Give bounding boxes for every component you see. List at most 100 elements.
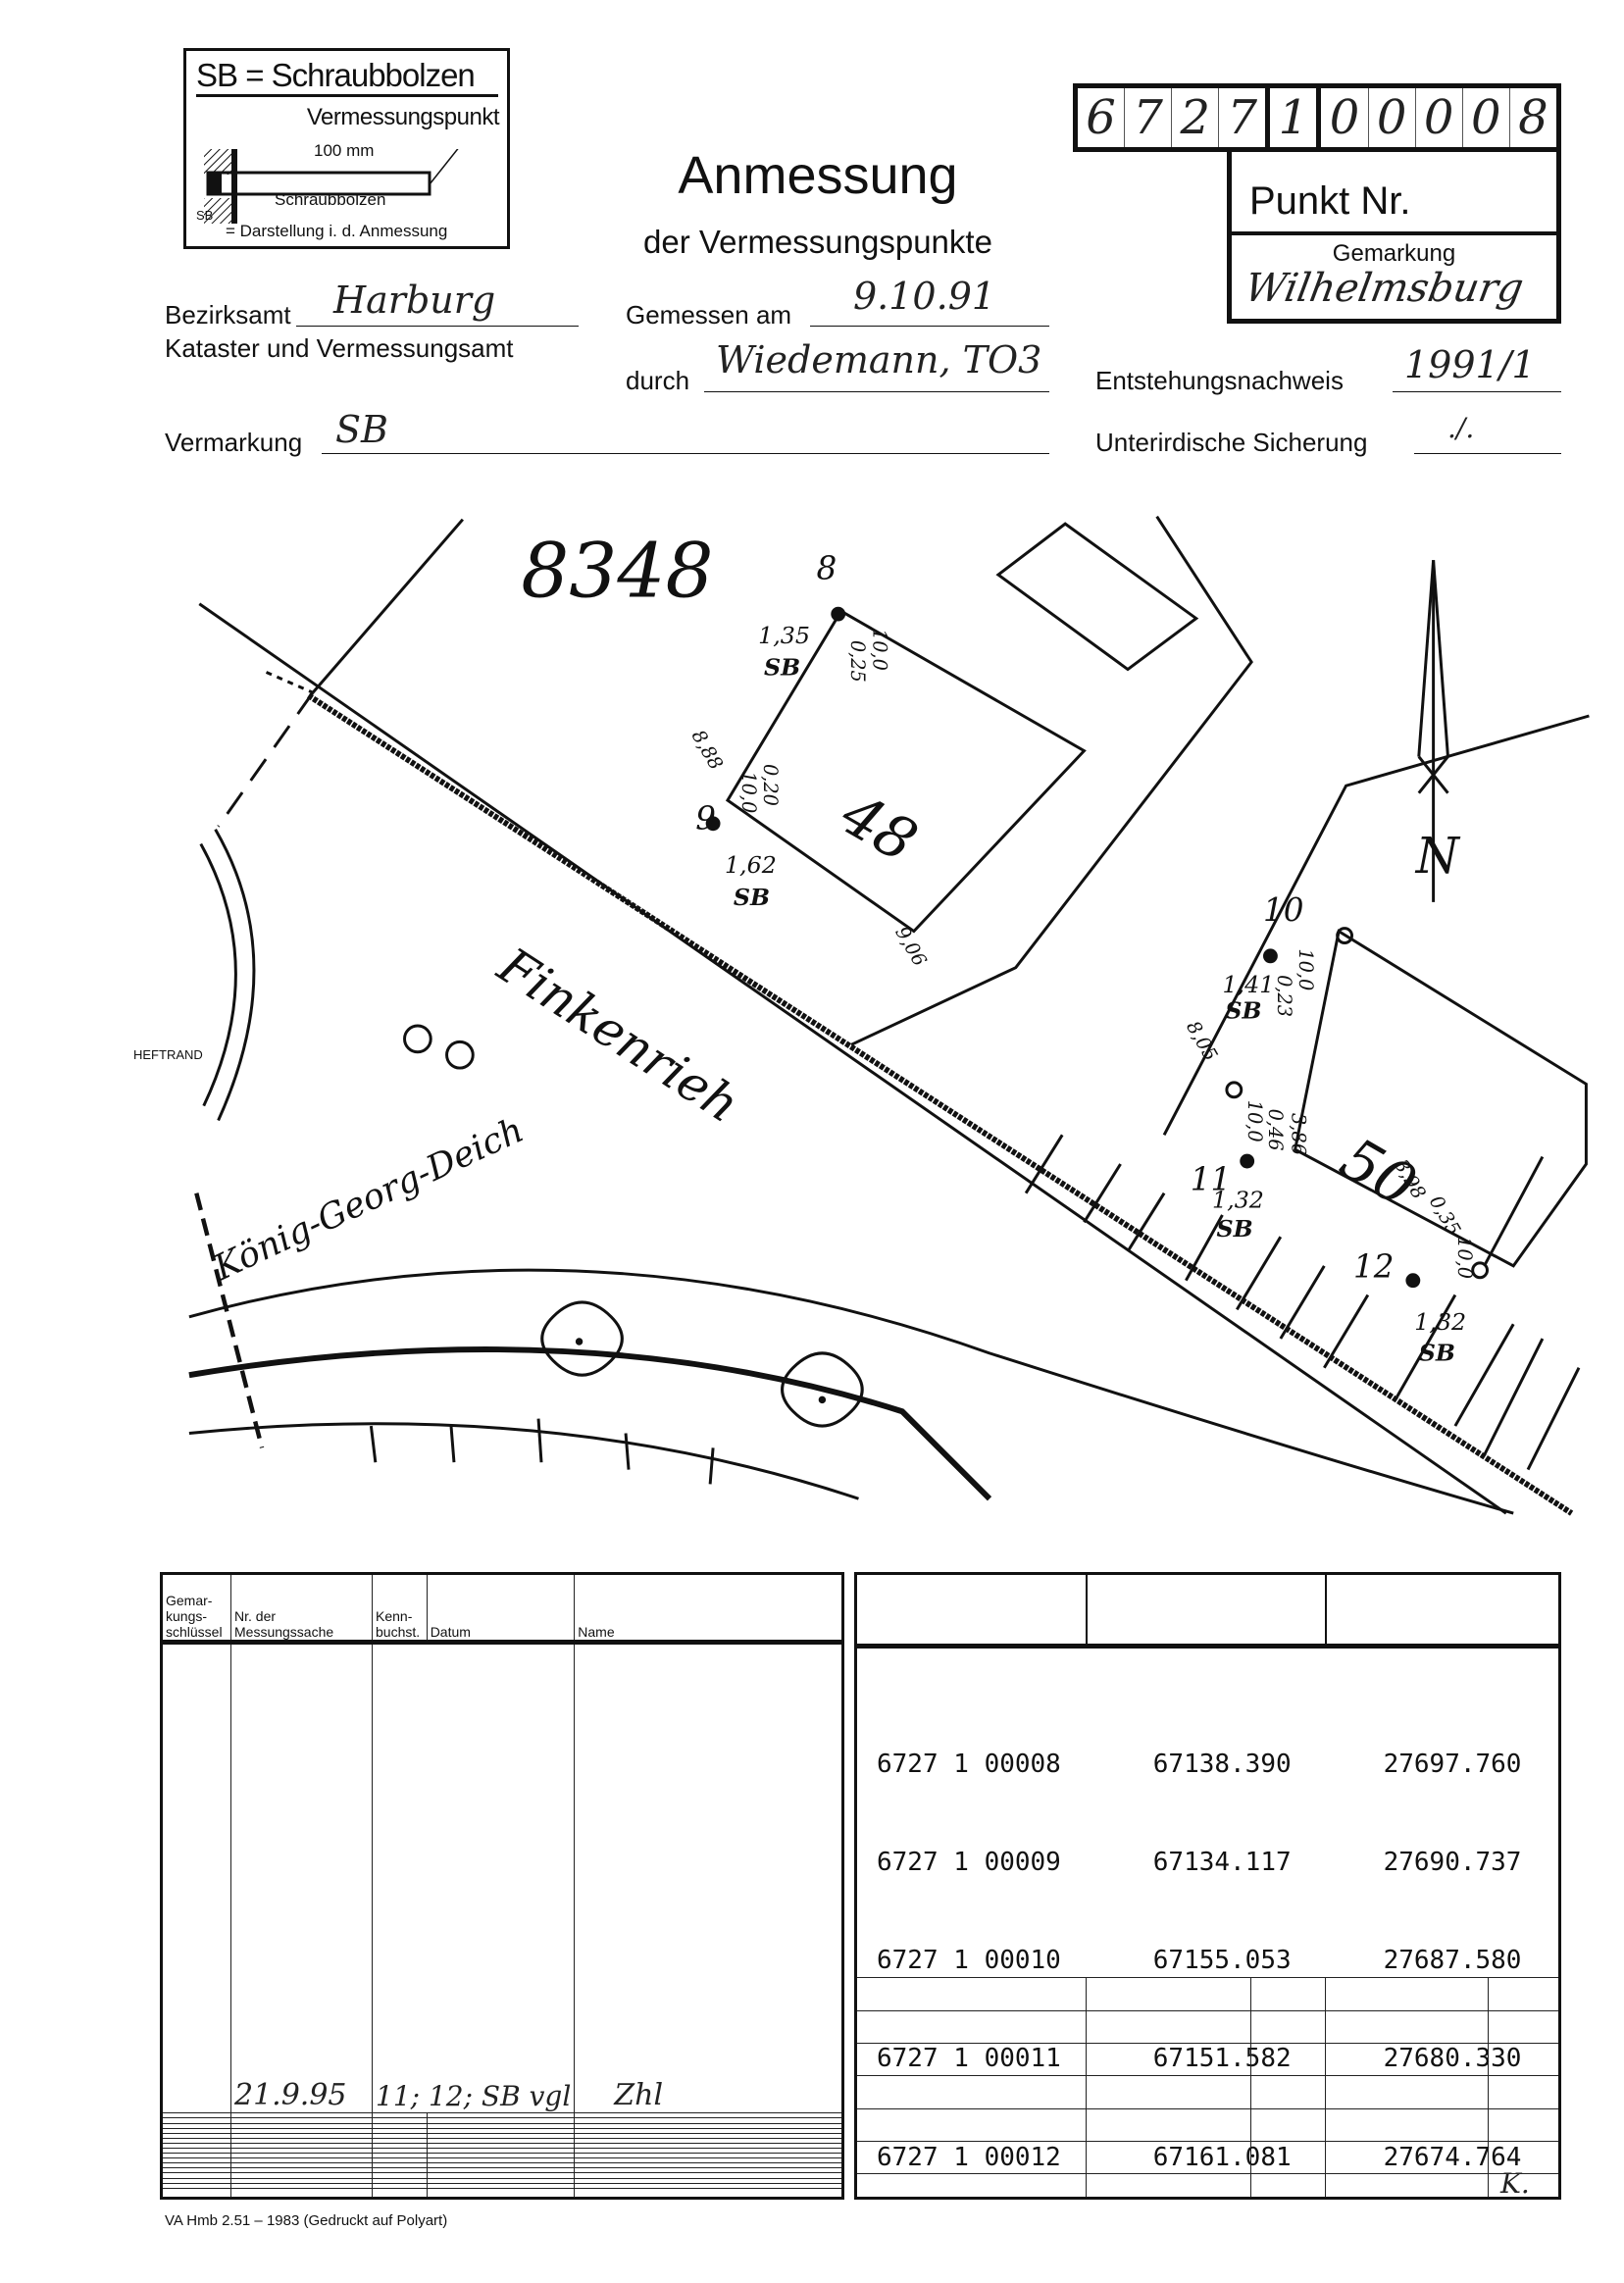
page-subtitle: der Vermessungspunkte <box>643 224 992 260</box>
legend-box: SB = Schraubbolzen Vermessungspunkt 100 … <box>183 48 510 249</box>
point-id: 12 <box>1353 1248 1395 1286</box>
col-header-nr: Nr. der Messungssache <box>230 1573 373 1645</box>
svg-text:10,0: 10,0 <box>737 771 760 813</box>
initials: K. <box>1500 2167 1530 2200</box>
svg-text:3,86: 3,86 <box>1288 1113 1310 1155</box>
street-edge-line <box>198 602 1507 1515</box>
record-table: Gemar-kungs-schlüssel Nr. der Messungssa… <box>160 1572 844 2200</box>
digit: 0 <box>1321 88 1369 147</box>
svg-text:9,06: 9,06 <box>890 923 931 971</box>
lot-48-label: 48 <box>830 780 929 876</box>
table-row: 6727 1 00011 67151.582 27680.330 <box>877 2044 1522 2074</box>
building-outline <box>995 522 1199 672</box>
svg-text:1,62: 1,62 <box>725 851 777 879</box>
coordinates-table: 6727 1 00008 67138.390 27697.760 6727 1 … <box>854 1572 1561 2200</box>
parcel-boundary <box>217 691 315 828</box>
digit: 8 <box>1518 90 1548 145</box>
legend-symbol: SB <box>196 208 214 223</box>
parcel-number: 8348 <box>521 527 713 615</box>
legend-depiction: = Darstellung i. d. Anmessung <box>226 222 448 240</box>
durch-label: durch <box>626 366 690 395</box>
svg-text:8,05: 8,05 <box>1182 1017 1222 1065</box>
page-title: Anmessung <box>678 146 958 205</box>
digit: 7 <box>1219 88 1271 147</box>
legend-bolt-label: Schraubbolzen <box>275 190 386 209</box>
svg-text:SB: SB <box>764 653 800 681</box>
bolt-diagram-icon <box>204 149 459 224</box>
table-row: 6727 1 00010 67155.053 27687.580 <box>877 1946 1522 1976</box>
point-id: 11 <box>1191 1161 1232 1198</box>
marker-circle <box>445 1040 475 1070</box>
road-curve <box>188 1268 1514 1515</box>
durch-value: Wiedemann, TO3 <box>716 338 1042 381</box>
digit: 0 <box>1416 88 1463 147</box>
survey-point-11 <box>1240 1153 1255 1169</box>
svg-text:SB: SB <box>1217 1215 1253 1243</box>
col-header-datum: Datum <box>426 1573 576 1645</box>
entstehung-value: 1991/1 <box>1404 343 1536 386</box>
svg-text:1,32: 1,32 <box>1414 1308 1466 1336</box>
svg-text:1,35: 1,35 <box>758 622 810 649</box>
svg-text:8,88: 8,88 <box>687 726 728 774</box>
parcel-boundary <box>1162 714 1590 1137</box>
gemarkung-label: Gemarkung <box>1332 240 1456 267</box>
survey-point-9 <box>705 816 721 832</box>
street-edge-line <box>306 692 1574 1516</box>
table-row: 6727 1 00012 67161.081 27674.764 <box>877 2142 1522 2172</box>
col-header-gemarkung: Gemar-kungs-schlüssel <box>161 1573 231 1645</box>
building-48 <box>725 609 1087 934</box>
bezirksamt-label: Bezirksamt <box>165 300 291 330</box>
sicherung-label: Unterirdische Sicherung <box>1095 428 1368 457</box>
marker-circle <box>403 1024 432 1054</box>
svg-text:10,0: 10,0 <box>1243 1100 1266 1142</box>
svg-text:SB: SB <box>734 884 770 911</box>
street-name-2: König-Georg-Deich <box>207 1110 530 1290</box>
street-name: Finkenrieh <box>487 936 749 1134</box>
entstehung-label: Entstehungsnachweis <box>1095 366 1344 395</box>
parcel-boundary <box>850 515 1253 1046</box>
svg-text:10,0: 10,0 <box>868 629 890 671</box>
building-50 <box>1293 929 1588 1268</box>
point-id: 8 <box>816 550 837 587</box>
survey-point-12 <box>1405 1273 1421 1289</box>
gemessen-label: Gemessen am <box>626 300 792 330</box>
form-footer: VA Hmb 2.51 – 1983 (Gedruckt auf Polyart… <box>165 2212 448 2229</box>
col-header-name: Name <box>574 1573 843 1645</box>
legend-subtitle: Vermessungspunkt <box>306 104 500 130</box>
gemessen-value: 9.10.91 <box>853 275 996 318</box>
svg-text:0,35: 0,35 <box>1425 1192 1465 1240</box>
vermarkung-value: SB <box>335 408 388 451</box>
legend-title: SB = Schraubbolzen <box>196 57 498 97</box>
survey-point-8 <box>831 606 846 622</box>
table-row: 6727 1 00009 67134.117 27690.737 <box>877 1848 1522 1878</box>
point-label: Punkt Nr. <box>1249 179 1411 223</box>
fence-ticks <box>369 1134 1581 1485</box>
table-row-empty <box>161 2187 843 2200</box>
tree-icon <box>781 1351 864 1428</box>
survey-point-10 <box>1263 948 1278 964</box>
north-label: N <box>1414 827 1461 885</box>
vermarkung-label: Vermarkung <box>165 428 303 457</box>
point-info-box: Punkt Nr. Gemarkung Wilhelmsburg <box>1227 150 1561 324</box>
parcel-boundary <box>311 518 464 694</box>
point-id: 9 <box>695 800 716 837</box>
digit: 1 <box>1270 88 1322 147</box>
point-id: 10 <box>1263 891 1304 929</box>
digit: 6 <box>1078 88 1126 147</box>
sicherung-value: ./. <box>1447 412 1475 444</box>
table-row: 21.9.95 11; 12; SB vgl Zhl <box>161 1641 843 2114</box>
coordinates-list: 6727 1 00008 67138.390 27697.760 6727 1 … <box>877 1683 1521 2240</box>
legend-dimension: 100 mm <box>314 141 375 160</box>
digit: 2 <box>1172 88 1220 147</box>
svg-text:0,46: 0,46 <box>1264 1109 1287 1151</box>
svg-text:0,20: 0,20 <box>759 764 782 806</box>
digit: 7 <box>1125 88 1173 147</box>
digit: 0 <box>1369 88 1416 147</box>
svg-text:SB: SB <box>1225 997 1261 1025</box>
bezirksamt-value: Harburg <box>333 279 496 322</box>
svg-text:1,41: 1,41 <box>1222 971 1274 998</box>
curb-arc <box>214 828 256 1122</box>
kataster-label: Kataster und Vermessungsamt <box>165 333 514 363</box>
tree-icon <box>540 1300 624 1377</box>
